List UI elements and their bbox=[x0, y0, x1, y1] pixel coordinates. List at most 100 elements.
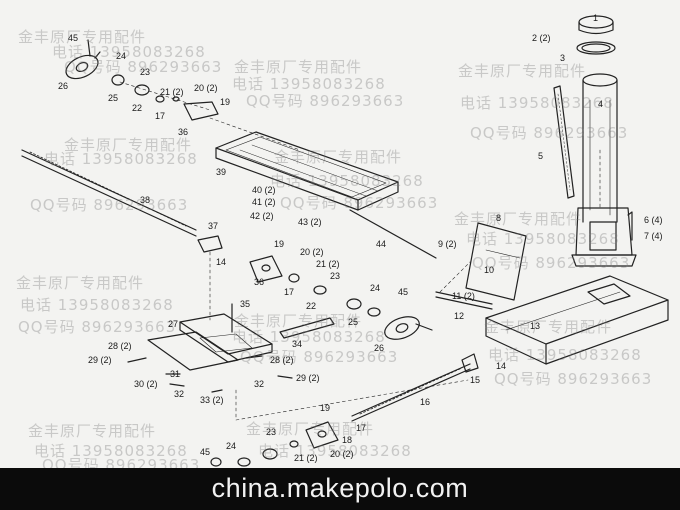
leadscrew-38 bbox=[21, 149, 197, 237]
watermark-phone: 电话 13958083268 bbox=[52, 43, 206, 61]
part-label: 4 bbox=[598, 99, 604, 109]
watermark-qq: QQ号码 896293663 bbox=[470, 124, 629, 142]
part-label: 9 (2) bbox=[438, 239, 457, 249]
part-label: 33 (2) bbox=[200, 395, 224, 405]
bracket-19-low bbox=[305, 421, 339, 449]
part-label: 44 bbox=[376, 239, 387, 249]
watermark-company: 金丰原厂专用配件 bbox=[454, 210, 583, 228]
watermark-company: 金丰原厂专用配件 bbox=[458, 62, 587, 80]
leadscrew-16 bbox=[351, 363, 471, 422]
part-label: 10 bbox=[484, 265, 495, 275]
bracket-19-mid bbox=[249, 255, 283, 283]
work-table-39 bbox=[215, 131, 399, 211]
part-label: 35 bbox=[240, 299, 251, 309]
part-label: 20 (2) bbox=[194, 83, 218, 93]
column-tube bbox=[582, 73, 618, 223]
footer-bar: china.makepolo.com bbox=[0, 468, 680, 510]
part-label: 45 bbox=[398, 287, 409, 297]
part-label: 36 bbox=[178, 127, 189, 137]
handwheel-upper bbox=[65, 39, 101, 80]
screws-28-33 bbox=[127, 355, 293, 393]
part-label: 25 bbox=[108, 93, 119, 103]
part-label: 20 (2) bbox=[300, 247, 324, 257]
part-label: 28 (2) bbox=[270, 355, 294, 365]
watermark-phone: 电话 13958083268 bbox=[232, 75, 386, 93]
watermark-phone: 电话 13958083268 bbox=[270, 172, 424, 190]
part-label: 21 (2) bbox=[294, 453, 318, 463]
watermark-qq: QQ号码 896293663 bbox=[246, 92, 405, 110]
part-label: 6 (4) bbox=[644, 215, 663, 225]
part-label: 17 bbox=[356, 423, 367, 433]
watermark-company: 金丰原厂专用配件 bbox=[234, 58, 363, 76]
part-label: 26 bbox=[374, 343, 385, 353]
footer-site-text: china.makepolo.com bbox=[211, 473, 469, 503]
part-label: 31 bbox=[170, 369, 181, 379]
rod-44 bbox=[349, 209, 437, 259]
watermark-company: 金丰原厂专用配件 bbox=[484, 318, 613, 336]
part-label: 45 bbox=[68, 33, 79, 43]
part-label: 32 bbox=[254, 379, 265, 389]
part-label: 19 bbox=[274, 239, 285, 249]
part-label: 14 bbox=[496, 361, 507, 371]
watermark-phone: 电话 13958083268 bbox=[466, 230, 620, 248]
exploded-parts-drawing bbox=[21, 15, 669, 467]
watermark-company: 金丰原厂专用配件 bbox=[64, 136, 193, 154]
hub-parts-low bbox=[210, 440, 299, 467]
watermark-phone: 电话 13958083268 bbox=[460, 94, 614, 112]
diagram-canvas: 金丰原厂专用配件 电话 13958083268 QQ号码 896293663 金… bbox=[16, 13, 669, 469]
watermark-qq: QQ号码 896293663 bbox=[472, 254, 631, 272]
part-label: 15 bbox=[470, 375, 481, 385]
watermark-qq: QQ号码 896293663 bbox=[30, 196, 189, 214]
part-label: 7 (4) bbox=[644, 231, 663, 241]
part-label: 11 (2) bbox=[452, 291, 475, 301]
watermark-phone: 电话 13958083268 bbox=[20, 296, 174, 314]
watermark-qq: QQ号码 896293663 bbox=[18, 318, 177, 336]
part-label: 12 bbox=[454, 311, 465, 321]
part-label: 13 bbox=[530, 321, 541, 331]
part-label: 26 bbox=[58, 81, 69, 91]
rod-11 bbox=[435, 291, 493, 310]
part-label: 17 bbox=[284, 287, 295, 297]
part-label: 39 bbox=[216, 167, 227, 177]
part-label: 27 bbox=[168, 319, 179, 329]
handwheel-mid bbox=[384, 316, 433, 340]
part-label: 24 bbox=[116, 51, 127, 61]
part-label: 1 bbox=[593, 13, 599, 23]
watermark-phone: 电话 13958083268 bbox=[258, 442, 412, 460]
watermark-phone: 电话 13958083268 bbox=[34, 442, 188, 460]
watermark-company: 金丰原厂专用配件 bbox=[16, 274, 145, 292]
part-label: 42 (2) bbox=[250, 211, 274, 221]
part-label: 30 (2) bbox=[134, 379, 158, 389]
part-label: 23 bbox=[266, 427, 277, 437]
column-base-flange bbox=[571, 207, 637, 267]
part-label: 32 bbox=[174, 389, 185, 399]
watermark-company: 金丰原厂专用配件 bbox=[18, 28, 147, 46]
part-label: 43 (2) bbox=[298, 217, 322, 227]
column-cap bbox=[576, 15, 616, 55]
part-label: 37 bbox=[208, 221, 219, 231]
bracket-15 bbox=[461, 353, 479, 373]
part-label: 17 bbox=[155, 111, 166, 121]
key-34 bbox=[279, 317, 335, 339]
hub-parts-upper bbox=[111, 74, 219, 121]
part-label: 3 bbox=[560, 53, 566, 63]
part-label: 41 (2) bbox=[252, 197, 276, 207]
part-label: 24 bbox=[226, 441, 237, 451]
part-label: 8 bbox=[496, 213, 502, 223]
part-label: 20 (2) bbox=[330, 449, 354, 459]
part-label: 19 bbox=[320, 403, 331, 413]
part-label: 19 bbox=[220, 97, 231, 107]
watermark-qq: QQ号码 896293663 bbox=[42, 456, 201, 469]
part-label: 34 bbox=[292, 339, 303, 349]
part-label: 14 bbox=[216, 257, 227, 267]
part-label: 24 bbox=[370, 283, 381, 293]
watermark-company: 金丰原厂专用配件 bbox=[274, 148, 403, 166]
part-label: 40 (2) bbox=[252, 185, 276, 195]
watermark-phone: 电话 13958083268 bbox=[488, 346, 642, 364]
part-label: 21 (2) bbox=[160, 87, 184, 97]
part-label: 38 bbox=[140, 195, 151, 205]
part-label: 22 bbox=[306, 301, 317, 311]
saddle-27 bbox=[147, 313, 273, 371]
part-label: 29 (2) bbox=[296, 373, 320, 383]
hub-parts-mid bbox=[288, 273, 381, 317]
